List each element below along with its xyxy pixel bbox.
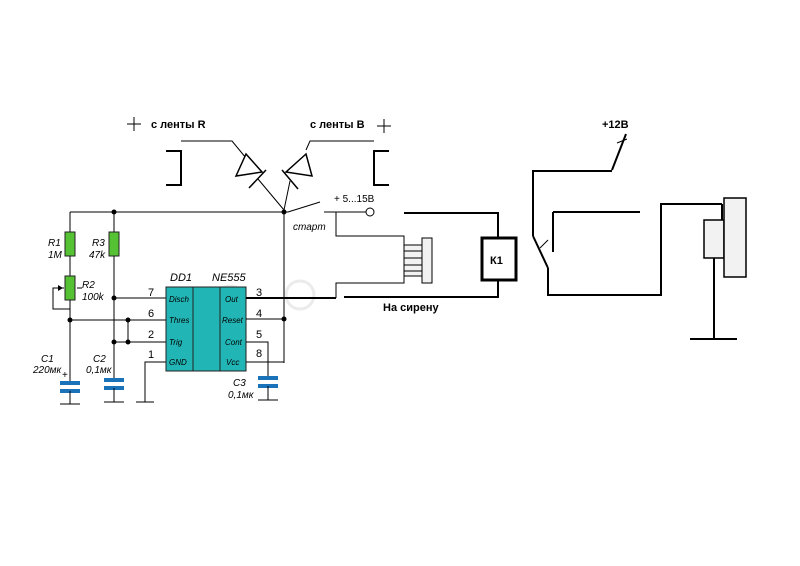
pin-number-4: 4 [256,308,262,320]
diode-right-icon [281,152,314,211]
start-label: старт [293,222,326,233]
resistor-r1 [64,231,76,257]
pin-number-8: 8 [256,348,262,360]
r3-value: 47k [89,250,106,261]
plus-sign-left-icon [127,117,141,131]
relay-switch-contact [532,235,549,269]
relay-k1 [480,236,518,282]
pin-number-7: 7 [148,287,154,299]
c3-name: C3 [233,378,246,389]
pin-label-gnd: GND [169,358,187,367]
c1-value: 220мк [32,365,63,376]
c1-name: C1 [41,354,54,365]
pin-label-disch: Disch [169,295,190,304]
r2-name: R2 [82,280,95,291]
tape-r-label: с ленты R [151,119,206,131]
pin-label-thres: Thres [169,316,189,325]
c2-value: 0,1мк [86,365,113,376]
c1-plus: + [62,370,68,381]
resistor-r2 [64,275,76,301]
pin-number-1: 1 [148,349,154,361]
ne555-chip [165,286,247,372]
audio-plug-connector [403,237,433,284]
pin-label-trig: Trig [169,338,183,347]
r3-name: R3 [92,238,105,249]
pin-label-vcc: Vcc [226,358,239,367]
siren-speaker-icon [703,197,747,278]
r1-name: R1 [48,238,61,249]
c3-value: 0,1мк [228,390,255,401]
pin-number-3: 3 [256,287,262,299]
plus12-label: +12В [602,119,629,131]
r2-value: 100k [82,292,105,303]
chip-name: NE555 [212,272,247,284]
supply-label: + 5...15В [334,194,375,205]
start-switch [287,201,321,213]
relay-label: К1 [490,255,503,267]
pin-number-2: 2 [148,329,154,341]
supply-terminal [365,207,375,217]
pin-number-5: 5 [256,329,262,341]
pin-label-reset: Reset [222,316,244,325]
resistor-r3 [108,231,120,257]
tape-b-contact [373,150,389,186]
chip-designator: DD1 [170,272,192,284]
diode-left-icon [234,152,285,211]
tape-r-contact [166,150,182,186]
siren-label: На сирену [383,302,439,314]
pin-number-6: 6 [148,308,154,320]
r1-value: 1M [48,250,63,261]
pin-label-cont: Cont [225,338,243,347]
c2-name: C2 [93,354,106,365]
plus-sign-right-icon [377,119,391,133]
pin-label-out: Out [225,295,239,304]
tape-b-label: с ленты B [310,119,365,131]
